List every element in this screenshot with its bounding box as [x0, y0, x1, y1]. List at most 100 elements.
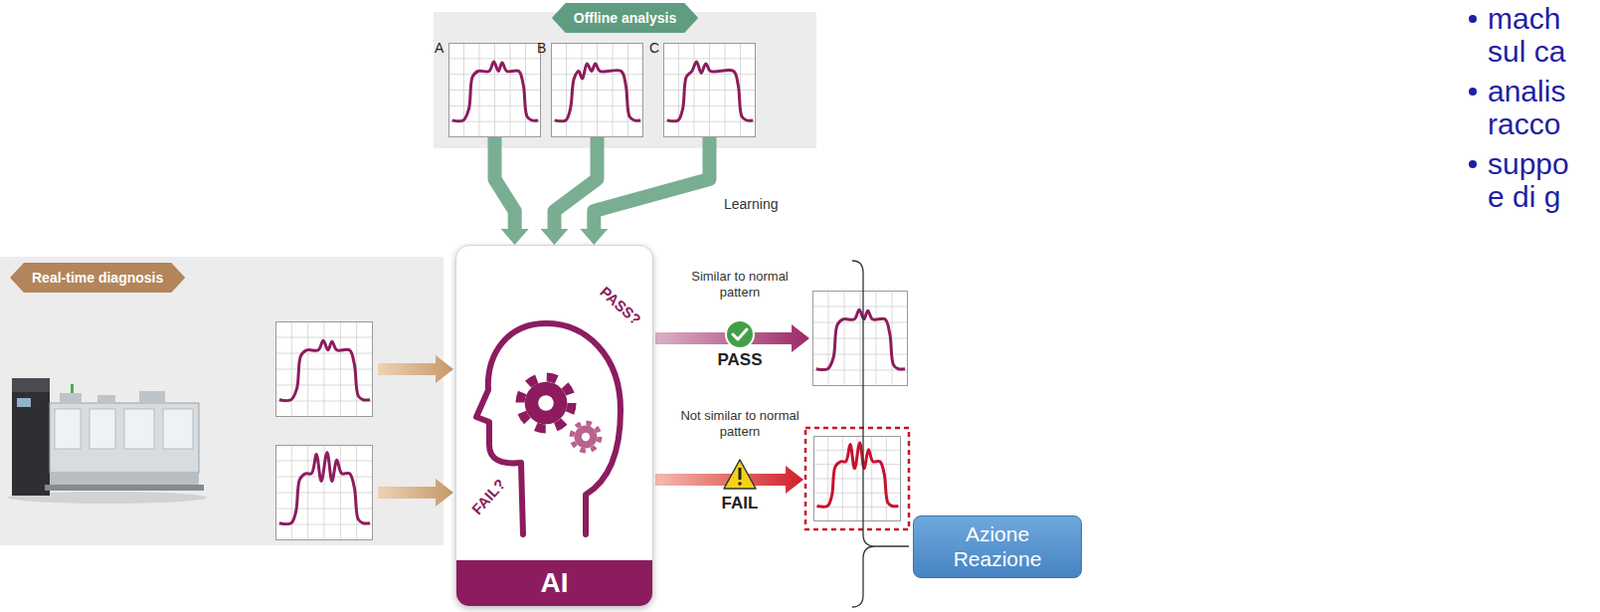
learning-arrow	[593, 137, 710, 229]
fail-question: FAIL?	[468, 475, 510, 518]
machine-window	[54, 408, 81, 449]
waveform-chart-graphic	[813, 291, 908, 386]
chart-frame	[813, 291, 908, 386]
chart-grid-line	[814, 478, 900, 480]
check-mark	[732, 329, 747, 340]
waveform-chart-graphic	[551, 43, 644, 138]
stage-tag: Offline analysis	[551, 2, 699, 33]
machine-window	[89, 408, 116, 449]
chart-grid-line	[276, 492, 372, 494]
chart-frame	[276, 322, 373, 417]
waveform-curve	[279, 340, 370, 400]
chart-grid-line	[664, 89, 755, 91]
bullet-dot	[1468, 14, 1477, 23]
chart-grid-line	[551, 89, 643, 91]
ai-band-title: AI	[456, 559, 653, 606]
realtime-panel-ground	[0, 256, 444, 545]
input-arrow	[377, 355, 454, 383]
waveform-chart: B	[550, 42, 644, 138]
chart-letter: A	[434, 39, 444, 56]
bullet-text: mach	[1487, 1, 1561, 35]
input-arrow	[377, 478, 454, 507]
gear-body	[525, 381, 568, 425]
stage-panel: Real-time diagnosis	[0, 256, 444, 545]
gear-teeth	[520, 376, 572, 429]
chart-frame	[551, 43, 644, 138]
chart-letter: B	[536, 39, 546, 56]
machine-screen	[16, 397, 31, 407]
bullet-dot	[1468, 87, 1477, 96]
chart-grid-line	[340, 322, 342, 416]
pass-question: PASS?	[596, 282, 645, 328]
verdict-label: PASS	[700, 350, 780, 370]
chart-grid-line	[724, 43, 726, 137]
bullet-dot	[1468, 160, 1477, 169]
production-machine	[7, 377, 207, 504]
machine-window	[163, 408, 193, 449]
chart-frame	[664, 43, 756, 138]
machine-hood	[139, 390, 166, 403]
fail-highlight-box	[805, 427, 909, 530]
gear-hole	[581, 432, 590, 441]
chart-grid-line	[813, 338, 907, 340]
chart-grid-line	[612, 43, 614, 137]
head-outline	[476, 323, 621, 534]
waveform-curve	[554, 63, 641, 122]
waveform-chart-graphic	[814, 436, 901, 522]
waveform-chart-graphic	[664, 43, 756, 138]
ai-engine-box: PASS? FAIL? AI	[455, 244, 654, 607]
chart-grid-line	[449, 89, 540, 91]
action-text: Azione Reazione	[942, 522, 1053, 570]
chart-svg	[448, 42, 541, 138]
gear-teeth	[571, 422, 600, 451]
warning-dot	[737, 481, 742, 486]
chart-grid-line	[871, 436, 873, 521]
conveyor	[44, 484, 204, 491]
action-box: Azione Reazione	[912, 515, 1082, 578]
chart-svg	[663, 42, 756, 138]
chart-svg	[550, 42, 644, 138]
machine-cabinet	[11, 389, 50, 496]
machine-hood	[97, 394, 116, 403]
verdict-label: FAIL	[700, 493, 780, 514]
machine-base	[49, 472, 199, 485]
chart-grid-line	[276, 368, 372, 370]
waveform-curve	[816, 309, 905, 369]
chart-grid-line	[876, 291, 878, 385]
warning-mark	[738, 467, 742, 480]
bullet-text: analis	[1487, 74, 1566, 108]
waveform-curve	[817, 442, 899, 507]
chart-grid-line	[510, 43, 512, 137]
waveform-chart-graphic	[276, 445, 373, 540]
waveform-chart: A	[448, 42, 541, 138]
gear-hole	[537, 394, 554, 411]
waveform-chart-graphic	[449, 43, 541, 138]
result-note: Similar to normal pattern	[675, 268, 805, 301]
machine-cabinet-top	[11, 377, 50, 392]
chart-grid-line	[340, 445, 342, 539]
waveform-curve	[452, 61, 538, 122]
curly-bracket	[852, 260, 876, 607]
flow-label: Learning	[723, 195, 779, 212]
waveform-chart-graphic	[276, 322, 373, 417]
waveform-chart: C	[663, 42, 756, 138]
result-note: Not similar to normal pattern	[670, 407, 810, 440]
machine-body	[49, 402, 199, 473]
gear-body	[574, 425, 598, 449]
status-light	[70, 383, 74, 393]
bullet-text: sul ca	[1487, 34, 1566, 68]
stage-panel: ABCOffline analysis	[433, 11, 817, 149]
machine-window	[124, 408, 155, 449]
waveform-curve	[667, 61, 753, 122]
chart-frame	[814, 436, 901, 522]
bracket-leader	[875, 544, 909, 546]
bullet-text: e di g	[1487, 179, 1561, 213]
learning-arrow	[495, 137, 516, 229]
warning-icon	[723, 459, 756, 489]
chart-frame	[449, 43, 541, 138]
bullet-text: racco	[1487, 107, 1561, 141]
stage-tag: Real-time diagnosis	[9, 262, 185, 293]
